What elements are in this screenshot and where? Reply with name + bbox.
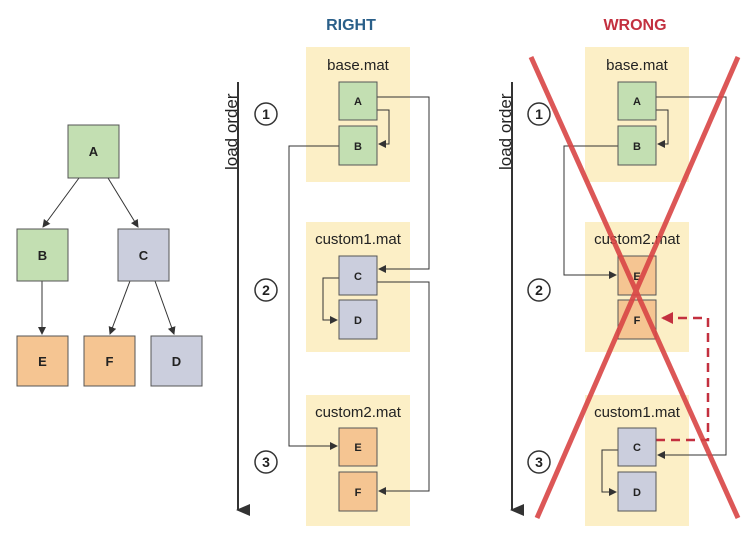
right-step-2: 2 <box>254 278 278 302</box>
svg-text:C: C <box>633 442 641 454</box>
svg-text:C: C <box>354 271 362 283</box>
svg-text:F: F <box>355 487 362 499</box>
wrong-step-2: 2 <box>527 278 551 302</box>
tree-node-a-label: A <box>89 144 99 159</box>
wrong-node-d: D <box>617 471 657 512</box>
wrong-link-b-e <box>563 145 618 279</box>
svg-text:D: D <box>354 315 362 327</box>
right-file-base-label: base.mat <box>327 57 390 74</box>
svg-text:3: 3 <box>262 454 270 470</box>
tree-node-c: C <box>117 228 170 282</box>
wrong-step-3: 3 <box>527 450 551 474</box>
svg-text:2: 2 <box>262 282 270 298</box>
wrong-axis-label: load order <box>496 93 515 170</box>
wrong-link-a-c <box>656 96 727 459</box>
right-step-3: 3 <box>254 450 278 474</box>
wrong-panel: WRONG load order 1 2 3 base.mat custom2.… <box>496 17 741 526</box>
right-node-c: C <box>338 255 378 296</box>
tree-node-f: F <box>83 335 136 387</box>
svg-text:B: B <box>354 141 362 153</box>
svg-text:E: E <box>354 442 361 454</box>
tree-edge-a-c <box>107 177 139 228</box>
right-link-a-b <box>377 109 390 148</box>
wrong-cross-icon <box>528 55 741 520</box>
svg-text:1: 1 <box>535 106 543 122</box>
tree-edge-c-d <box>154 280 176 335</box>
svg-text:1: 1 <box>262 106 270 122</box>
tree-node-d-label: D <box>172 354 181 369</box>
right-link-b-e <box>288 145 339 450</box>
tree-node-b-label: B <box>38 248 47 263</box>
wrong-node-c: C <box>617 427 657 467</box>
right-link-a-c <box>377 96 430 273</box>
svg-text:E: E <box>633 271 640 283</box>
right-link-c-d <box>322 277 339 324</box>
svg-text:F: F <box>634 315 641 327</box>
tree-edge-a-b <box>42 177 80 228</box>
right-node-b: B <box>338 125 378 166</box>
wrong-heading: WRONG <box>603 17 666 34</box>
wrong-link-c-f-dashed <box>656 312 710 442</box>
svg-text:A: A <box>354 96 362 108</box>
tree-edge-c-f <box>108 280 131 335</box>
svg-text:D: D <box>633 487 641 499</box>
wrong-step-1: 1 <box>527 102 551 126</box>
wrong-file-base-label: base.mat <box>606 57 669 74</box>
tree-node-f-label: F <box>106 354 114 369</box>
wrong-link-c-d <box>601 449 618 496</box>
tree-node-e: E <box>16 335 69 387</box>
wrong-link-a-b <box>656 109 669 148</box>
svg-text:B: B <box>633 141 641 153</box>
right-file-custom1-label: custom1.mat <box>315 231 402 248</box>
svg-text:3: 3 <box>535 454 543 470</box>
tree-node-b: B <box>16 228 69 282</box>
right-node-d: D <box>338 299 378 340</box>
tree-node-c-label: C <box>139 248 149 263</box>
right-axis-label: load order <box>222 93 241 170</box>
tree-node-a: A <box>67 124 120 179</box>
right-step-1: 1 <box>254 102 278 126</box>
svg-text:A: A <box>633 96 641 108</box>
right-node-f: F <box>338 471 378 512</box>
right-node-a: A <box>338 81 378 121</box>
right-node-e: E <box>338 427 378 467</box>
wrong-file-custom2-label: custom2.mat <box>594 231 681 248</box>
right-panel: RIGHT load order 1 2 3 base.mat custom1.… <box>222 17 430 526</box>
wrong-file-custom1-label: custom1.mat <box>594 404 681 421</box>
tree-hierarchy: A B C E F D <box>16 124 203 387</box>
tree-node-d: D <box>150 335 203 387</box>
wrong-node-a: A <box>617 81 657 121</box>
svg-text:2: 2 <box>535 282 543 298</box>
right-file-custom2-label: custom2.mat <box>315 404 402 421</box>
tree-node-e-label: E <box>38 354 47 369</box>
wrong-node-b: B <box>617 125 657 166</box>
right-link-c-f <box>377 281 430 495</box>
right-heading: RIGHT <box>326 17 376 34</box>
